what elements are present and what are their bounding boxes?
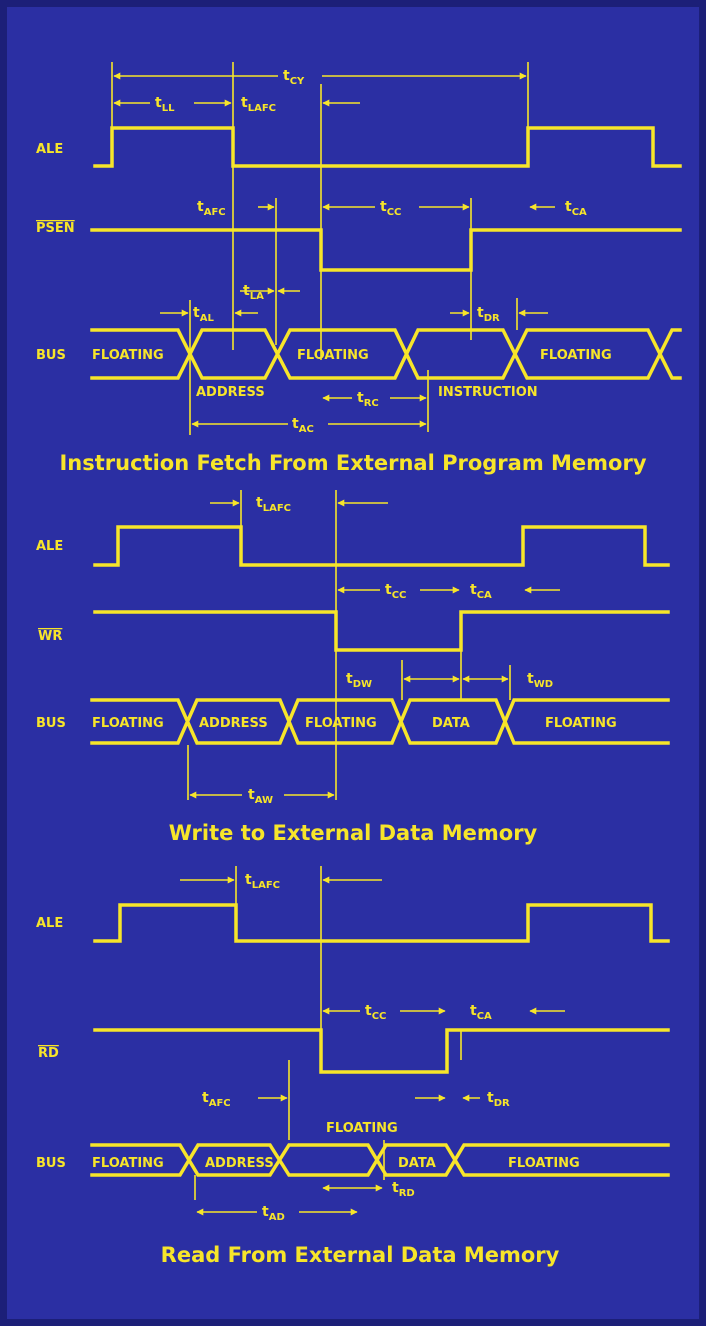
ale-signal-label: ALE: [36, 539, 63, 554]
rd-signal-label: RD: [38, 1046, 59, 1061]
panel-caption: Instruction Fetch From External Program …: [59, 451, 646, 475]
panel-instruction-fetch: ALE PSEN BUS FLOATING FLOATING FLOATING …: [36, 62, 682, 475]
tlafc-label: tLAFC: [245, 872, 280, 891]
trc-label: tRC: [357, 390, 379, 409]
tal-label: tAL: [193, 305, 214, 324]
panel-caption: Write to External Data Memory: [169, 821, 538, 845]
tdw-label: tDW: [346, 671, 372, 690]
wr-waveform: [93, 610, 670, 652]
taw-label: tAW: [248, 787, 273, 806]
diagram-background: [7, 7, 699, 1319]
bus-floating-label: FLOATING: [92, 1156, 164, 1171]
wr-signal-label: WR: [38, 629, 62, 644]
bus-data-label: DATA: [432, 716, 470, 731]
ale-signal-label: ALE: [36, 916, 63, 931]
tcc-label: tCC: [365, 1003, 386, 1022]
panel-caption: Read From External Data Memory: [161, 1243, 560, 1267]
bus-address-label: ADDRESS: [196, 385, 265, 400]
twd-label: tWD: [527, 671, 553, 690]
rd-waveform: [93, 1028, 670, 1074]
psen-waveform: [90, 228, 682, 272]
tdr-label: tDR: [487, 1090, 510, 1109]
bus-instruction-label: INSTRUCTION: [438, 385, 538, 400]
tca-label: tCA: [470, 1003, 492, 1022]
panel-write-data-memory: ALE WR BUS FLOATING ADDRESS FLOATING DAT…: [36, 490, 670, 845]
ale-waveform: [93, 525, 670, 567]
bus-waveform: [90, 328, 682, 380]
tdr-label: tDR: [477, 305, 500, 324]
panel-read-data-memory: ALE RD BUS FLOATING ADDRESS FLOATING DAT…: [36, 866, 670, 1267]
tac-label: tAC: [292, 416, 314, 435]
bus-signal-label: BUS: [36, 716, 66, 731]
tcy-label: tCY: [283, 68, 305, 87]
bus-data-label: DATA: [398, 1156, 436, 1171]
tll-label: tLL: [155, 95, 175, 114]
bus-floating-label: FLOATING: [92, 348, 164, 363]
bus-signal-label: BUS: [36, 348, 66, 363]
bus-floating-label: FLOATING: [92, 716, 164, 731]
tca-label: tCA: [470, 582, 492, 601]
bus-waveform: [90, 1143, 670, 1177]
tad-label: tAD: [262, 1204, 285, 1223]
tca-label: tCA: [565, 199, 587, 218]
bus-floating-label: FLOATING: [297, 348, 369, 363]
bus-signal-label: BUS: [36, 1156, 66, 1171]
ale-waveform: [93, 126, 682, 168]
bus-floating-label: FLOATING: [540, 348, 612, 363]
ale-waveform: [93, 903, 670, 943]
trd-label: tRD: [392, 1180, 415, 1199]
tlafc-label: tLAFC: [256, 495, 291, 514]
tafc-label: tAFC: [197, 199, 226, 218]
bus-floating-label: FLOATING: [545, 716, 617, 731]
tlafc-label: tLAFC: [241, 95, 276, 114]
tla-label: tLA: [243, 283, 264, 302]
bus-floating-label: FLOATING: [326, 1121, 398, 1136]
bus-floating-label: FLOATING: [508, 1156, 580, 1171]
bus-waveform: [90, 698, 670, 745]
ale-signal-label: ALE: [36, 142, 63, 157]
bus-address-label: ADDRESS: [205, 1156, 274, 1171]
tcc-label: tCC: [385, 582, 406, 601]
bus-floating-label: FLOATING: [305, 716, 377, 731]
tcc-label: tCC: [380, 199, 401, 218]
bus-address-label: ADDRESS: [199, 716, 268, 731]
tafc-label: tAFC: [202, 1090, 231, 1109]
psen-signal-label: PSEN: [36, 221, 75, 236]
